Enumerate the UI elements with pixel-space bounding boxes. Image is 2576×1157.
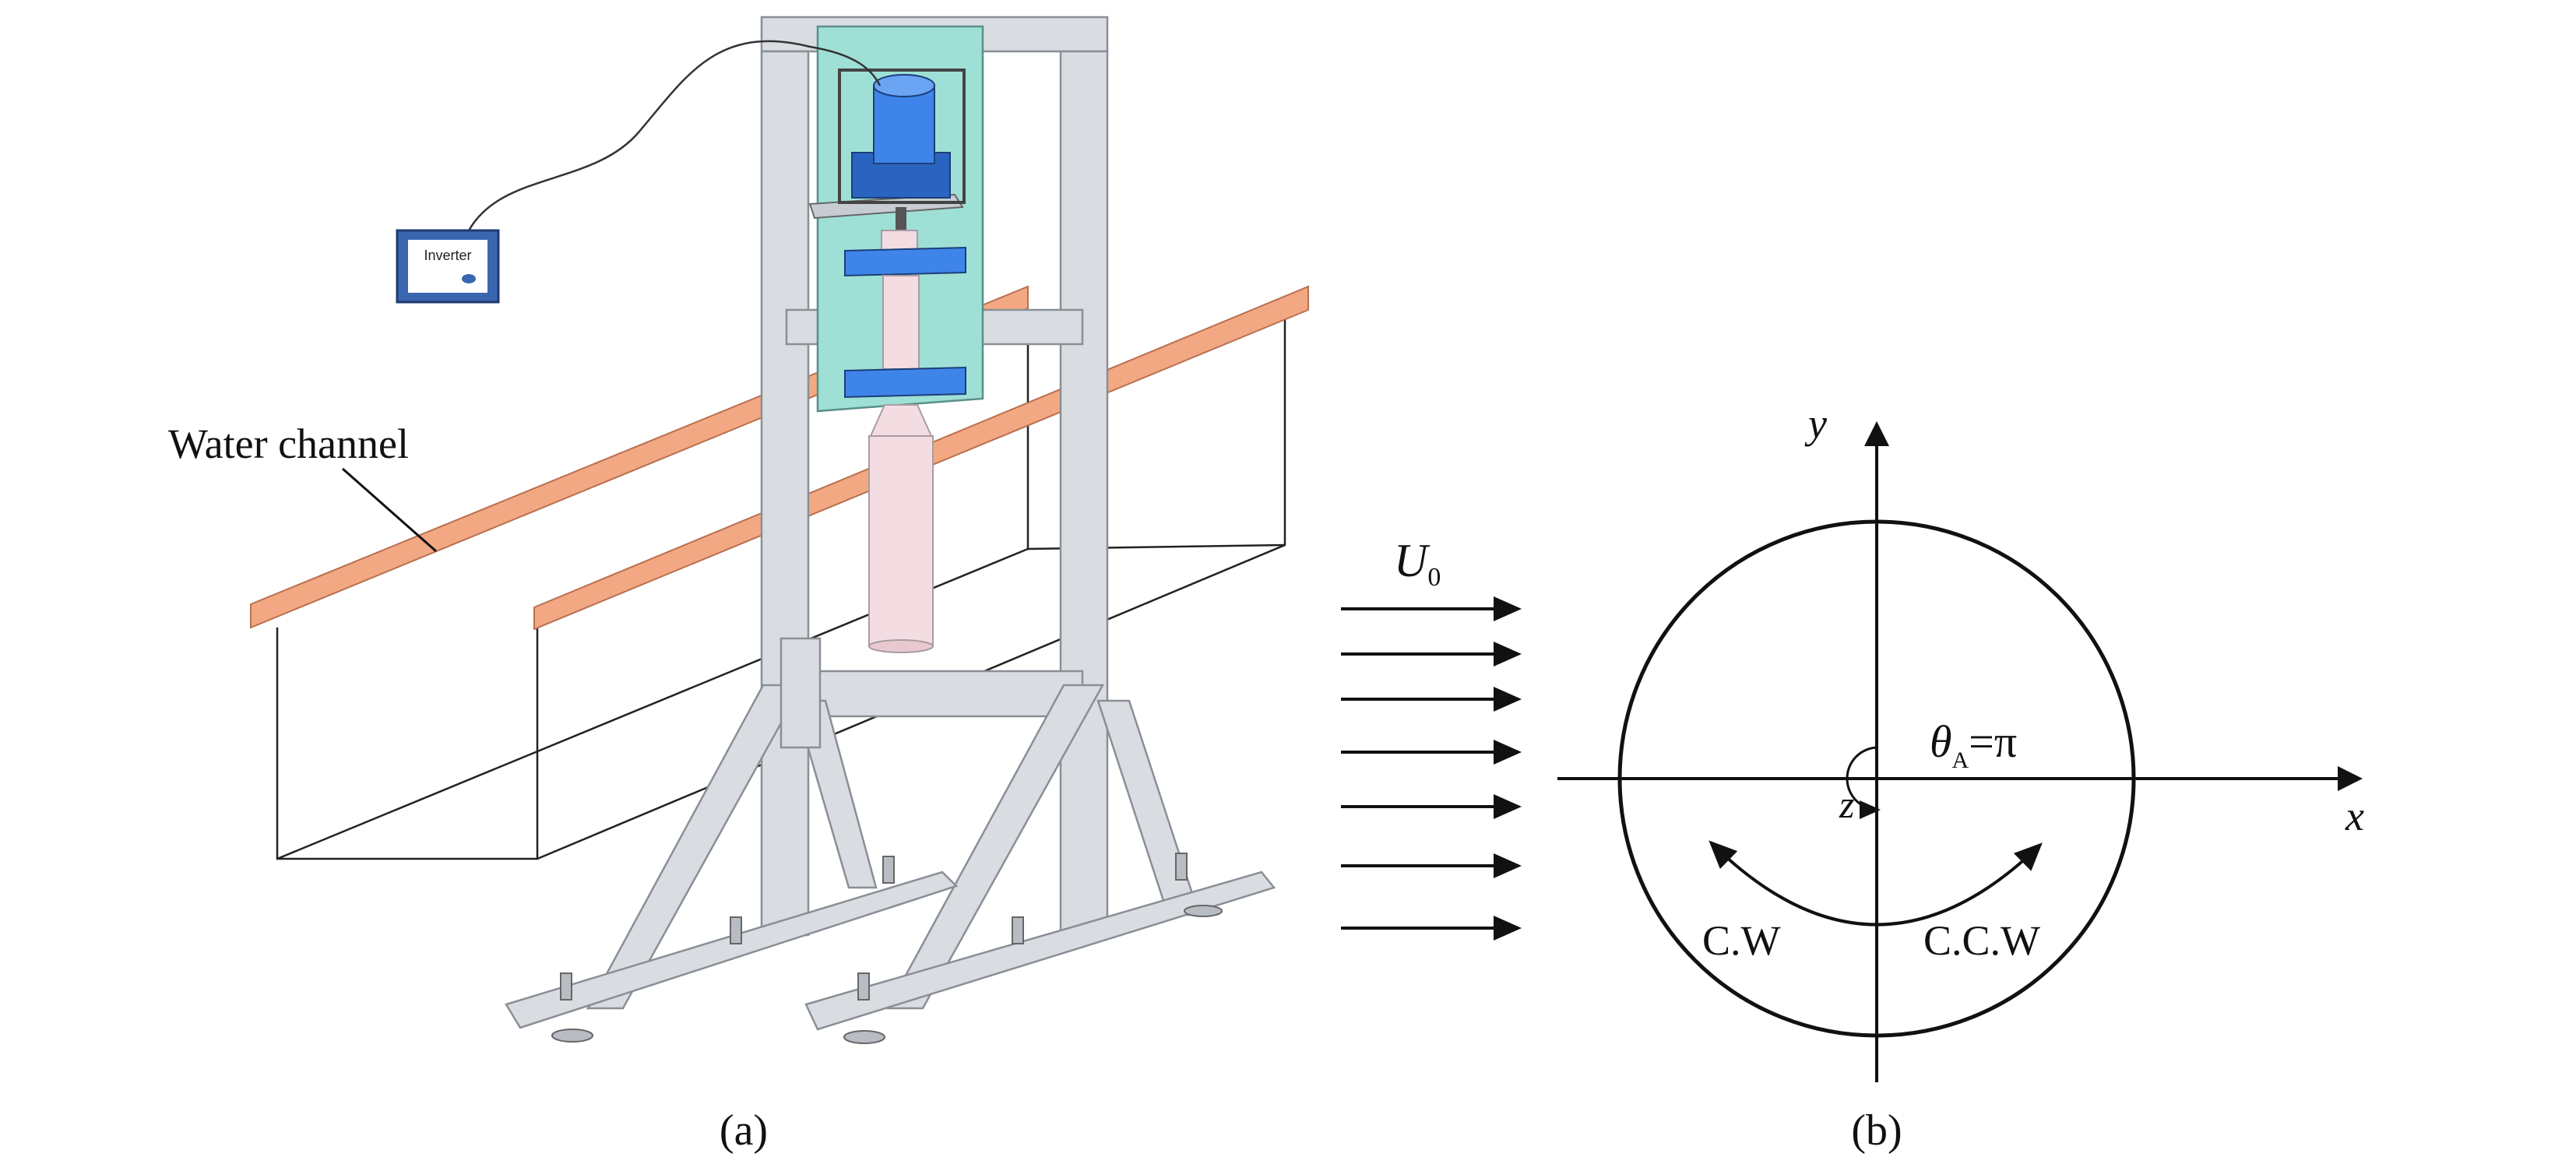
cylinder-neck bbox=[869, 404, 933, 437]
lower-bearing-clamp bbox=[844, 366, 966, 399]
cylinder-rod bbox=[882, 275, 920, 370]
frame-column-right bbox=[1059, 50, 1109, 937]
incoming-flow-arrows bbox=[1341, 596, 1522, 941]
cylinder-bottom bbox=[868, 639, 934, 653]
panel-a: Inverter Water channel (a) bbox=[168, 16, 1309, 1155]
strut-right-outer bbox=[885, 684, 1105, 1010]
frame-lower-crossbar bbox=[785, 670, 1084, 718]
water-channel-leader bbox=[342, 467, 437, 553]
panel-b-caption: (b) bbox=[1851, 1106, 1902, 1155]
x-axis-label: x bbox=[2345, 793, 2364, 839]
angle-label: θA=π bbox=[1930, 716, 2017, 773]
motor bbox=[851, 74, 951, 199]
motor-clamp-frame bbox=[838, 69, 966, 204]
inverter-label: Inverter bbox=[424, 248, 471, 263]
flow-velocity-label: U0 bbox=[1394, 535, 1441, 592]
drive-shaft bbox=[896, 207, 906, 234]
upper-bearing-clamp bbox=[844, 246, 966, 277]
water-channel-label: Water channel bbox=[168, 420, 409, 467]
y-axis-label: y bbox=[1804, 400, 1827, 447]
strut-right-inner bbox=[1096, 699, 1201, 916]
angle-arc bbox=[1846, 746, 1881, 819]
panel-a-caption: (a) bbox=[720, 1106, 768, 1155]
base-plate-right bbox=[804, 870, 1276, 1031]
frame-column-left bbox=[760, 50, 810, 937]
inverter-cable bbox=[466, 40, 882, 234]
test-cylinder bbox=[868, 435, 934, 647]
leveling-feet bbox=[551, 853, 1223, 1044]
inverter-box: Inverter bbox=[396, 229, 500, 304]
mount-bracket bbox=[779, 637, 822, 749]
panel-b: U0 x y z θA=π C.W C.C.W (b) bbox=[1341, 400, 2364, 1155]
z-axis-label: z bbox=[1839, 782, 1854, 826]
base-plate-left bbox=[505, 870, 959, 1029]
ccw-label: C.C.W bbox=[1923, 917, 2040, 964]
rotation-arc bbox=[1709, 840, 2043, 927]
cw-label: C.W bbox=[1702, 917, 1781, 964]
